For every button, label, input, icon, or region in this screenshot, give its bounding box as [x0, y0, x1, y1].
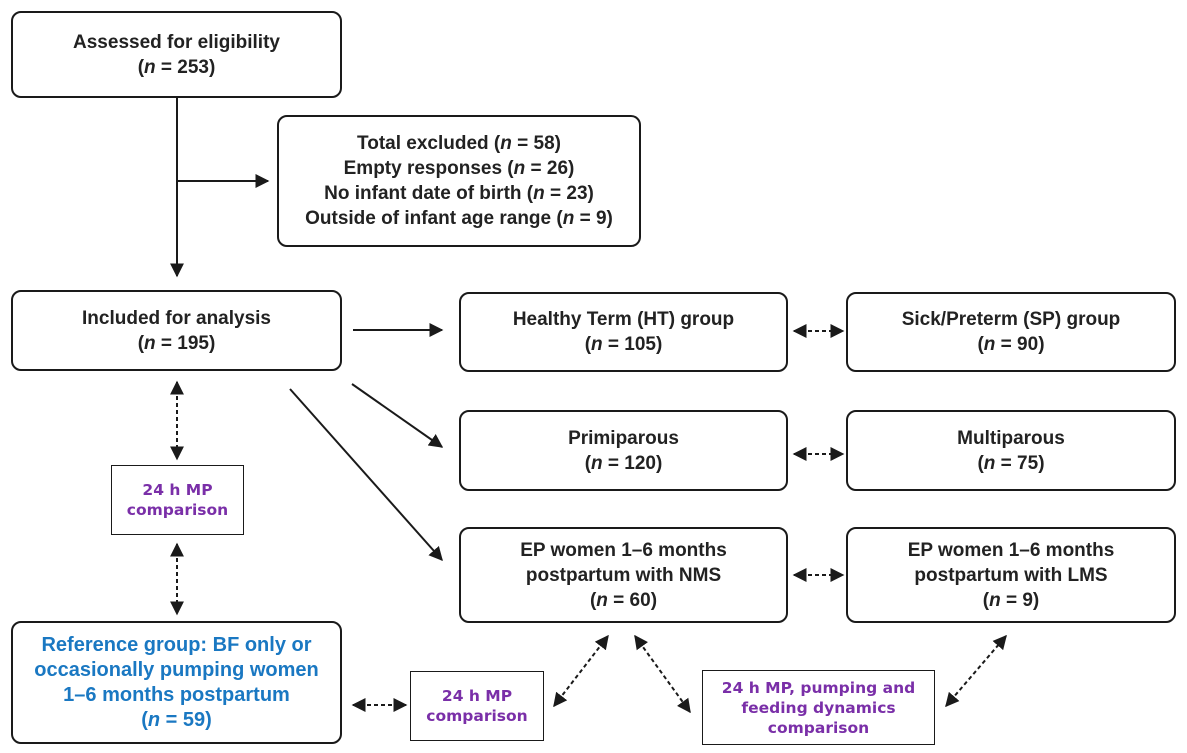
- node-text-line: (n = 9): [982, 589, 1040, 611]
- mp-comparison-bottom-box: 24 h MP comparison: [410, 671, 544, 741]
- dashed-mp-bottom-nms: [553, 634, 609, 708]
- node-text-line: comparison: [767, 718, 870, 737]
- node-text-line: (n = 59): [141, 708, 212, 731]
- node-text-line: (n = 253): [137, 56, 216, 78]
- ep-lms-box: EP women 1–6 months postpartum with LMS (n…: [846, 527, 1176, 623]
- node-text-line: postpartum with LMS: [914, 564, 1108, 586]
- node-text-line: (n = 90): [977, 334, 1045, 355]
- healthy-term-box: Healthy Term (HT) group (n = 105): [459, 292, 788, 372]
- node-text-line: Sick/Preterm (SP) group: [901, 309, 1121, 330]
- node-text-line: (n = 105): [584, 334, 663, 355]
- node-text-line: (n = 60): [589, 589, 658, 611]
- included-box: Included for analysis (n = 195): [11, 290, 342, 371]
- node-text-line: Assessed for eligibility: [73, 31, 280, 53]
- node-text-line: comparison: [426, 707, 528, 725]
- node-text-line: EP women 1–6 months: [520, 539, 727, 561]
- node-text-line: Reference group: BF only or: [41, 633, 312, 656]
- node-text-line: 1–6 months postpartum: [63, 683, 290, 706]
- node-text-line: EP women 1–6 months: [907, 539, 1115, 561]
- node-text-line: (n = 120): [584, 452, 663, 474]
- node-text-line: Total excluded (n = 58): [357, 133, 561, 154]
- dashed-nms-mp-pumping: [634, 634, 691, 714]
- node-text-line: occasionally pumping women: [34, 658, 319, 681]
- node-text-line: 24 h MP: [441, 687, 513, 705]
- multiparous-box: Multiparous (n = 75): [846, 410, 1176, 491]
- node-text-line: comparison: [126, 501, 229, 519]
- node-text-line: 24 h MP, pumping and: [721, 678, 916, 697]
- node-text-line: No infant date of birth (n = 23): [324, 183, 594, 204]
- node-text-line: Multiparous: [957, 427, 1065, 449]
- node-text-line: Primiparous: [568, 427, 679, 449]
- node-text-line: Empty responses (n = 26): [343, 158, 575, 179]
- node-text-line: (n = 195): [137, 332, 216, 354]
- node-text-line: Included for analysis: [82, 307, 271, 329]
- ep-nms-box: EP women 1–6 months postpartum with NMS (n…: [459, 527, 788, 623]
- excluded-box: Total excluded (n = 58) Empty responses (…: [277, 115, 641, 247]
- mp-comparison-left-box: 24 h MP comparison: [111, 465, 244, 535]
- node-text-line: postpartum with NMS: [525, 564, 722, 586]
- sick-preterm-box: Sick/Preterm (SP) group (n = 90): [846, 292, 1176, 372]
- primiparous-box: Primiparous (n = 120): [459, 410, 788, 491]
- assessed-box: Assessed for eligibility (n = 253): [11, 11, 342, 98]
- node-text-line: 24 h MP: [142, 481, 213, 499]
- arrow-included-to-primiparous: [351, 383, 444, 448]
- arrow-included-to-ep-nms: [289, 388, 443, 562]
- node-text-line: (n = 75): [977, 452, 1045, 474]
- node-text-line: feeding dynamics: [741, 698, 896, 717]
- dashed-mp-pumping-lms: [945, 634, 1007, 708]
- node-text-line: Outside of infant age range (n = 9): [305, 208, 613, 229]
- node-text-line: Healthy Term (HT) group: [512, 309, 735, 330]
